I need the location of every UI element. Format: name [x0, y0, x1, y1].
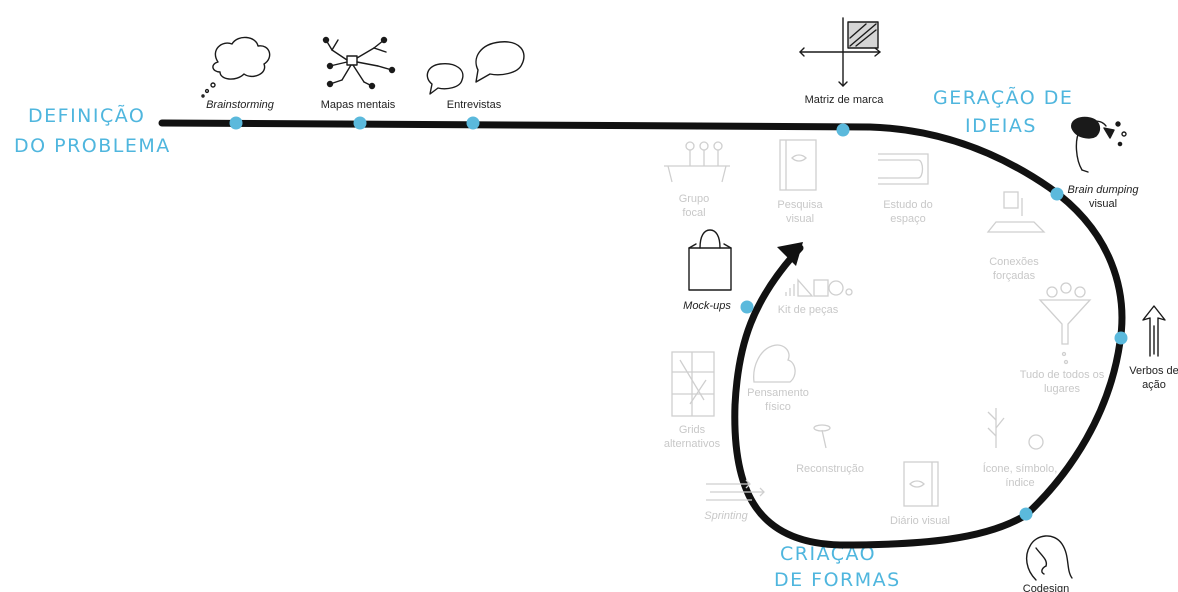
dot-entrevistas: [466, 116, 480, 130]
phase-geracao-line1: GERAÇÃO DE: [933, 86, 1073, 109]
label-matriz-de-marca: Matriz de marca: [805, 94, 885, 106]
nail-icon: [813, 424, 831, 449]
tree-icon: [987, 408, 1044, 450]
connections-icon: [986, 191, 1046, 233]
dot-mapas-mentais: [353, 116, 367, 130]
dot-codesign: [1019, 507, 1033, 521]
label-brainstorming: Brainstorming: [206, 99, 275, 111]
shopping-bag-icon: [688, 229, 732, 291]
arrowhead-icon: [777, 242, 803, 266]
label-tudo-1: Tudo de todos os: [1020, 369, 1105, 381]
up-arrow-icon: [1142, 305, 1166, 357]
phase-criacao-line2: DE FORMAS: [774, 569, 901, 591]
label-mapas-mentais: Mapas mentais: [321, 99, 396, 111]
codesign-face-icon: [1025, 535, 1073, 581]
label-grupo-focal-2: focal: [682, 207, 705, 219]
label-pesquisa-visual-1: Pesquisa: [777, 199, 823, 211]
speech-bubbles-icon: [426, 41, 525, 95]
label-entrevistas: Entrevistas: [447, 99, 502, 111]
phase-definicao-line2: DO PROBLEMA: [14, 135, 171, 157]
label-icone-1: Ícone, símbolo,: [983, 462, 1058, 475]
flexed-arm-icon: [753, 344, 796, 383]
dot-matriz-de-marca: [836, 123, 850, 137]
label-icone-2: índice: [1005, 477, 1034, 489]
phase-geracao-line2: IDEIAS: [965, 115, 1037, 137]
focus-group-icon: [664, 141, 730, 183]
label-conexoes-2: forçadas: [993, 270, 1036, 282]
sprint-arrows-icon: [706, 479, 765, 501]
phase-title-geracao: GERAÇÃO DE IDEIAS: [933, 86, 1073, 137]
thought-cloud-icon: [201, 36, 271, 98]
label-grids-2: alternativos: [664, 438, 721, 450]
brand-matrix-icon: [799, 17, 881, 87]
book-icon: [779, 139, 817, 191]
dot-brain-dumping: [1050, 187, 1064, 201]
dot-brainstorming: [229, 116, 243, 130]
label-pesquisa-visual-2: visual: [786, 213, 814, 225]
label-brain-dumping-2: visual: [1089, 198, 1117, 210]
label-tudo-2: lugares: [1044, 383, 1081, 395]
label-verbos-2: ação: [1142, 379, 1166, 391]
dot-verbos-de-acao: [1114, 331, 1128, 345]
floor-plan-icon: [878, 153, 929, 185]
process-path: [158, 119, 1126, 549]
label-sprinting: Sprinting: [704, 510, 748, 522]
brain-dumping-head-icon: [1071, 116, 1127, 173]
diary-icon: [903, 461, 939, 507]
label-estudo-espaco-2: espaço: [890, 213, 925, 225]
label-brain-dumping-1: Brain dumping: [1068, 184, 1140, 196]
funnel-icon: [1038, 282, 1092, 365]
label-reconstrucao: Reconstrução: [796, 463, 864, 475]
label-conexoes-1: Conexões: [989, 256, 1039, 268]
label-diario-visual: Diário visual: [890, 515, 950, 527]
label-estudo-espaco-1: Estudo do: [883, 199, 933, 211]
label-codesign: Codesign: [1023, 583, 1069, 592]
label-verbos-1: Verbos de: [1129, 365, 1178, 377]
phase-title-definicao: DEFINIÇÃO DO PROBLEMA: [14, 104, 171, 157]
phase-title-criacao: CRIAÇÃO DE FORMAS: [774, 542, 901, 591]
label-mock-ups: Mock-ups: [683, 300, 731, 312]
phase-definicao-line1: DEFINIÇÃO: [28, 104, 145, 127]
label-pensamento-1: Pensamento: [747, 387, 809, 399]
label-kit-de-pecas: Kit de peças: [778, 304, 839, 316]
grid-sketch-icon: [671, 351, 715, 417]
label-pensamento-2: físico: [765, 401, 791, 413]
dot-mock-ups: [740, 300, 754, 314]
shapes-kit-icon: [785, 278, 853, 297]
mind-map-icon: [322, 36, 396, 90]
label-grupo-focal-1: Grupo: [679, 193, 710, 205]
label-grids-1: Grids: [679, 424, 706, 436]
